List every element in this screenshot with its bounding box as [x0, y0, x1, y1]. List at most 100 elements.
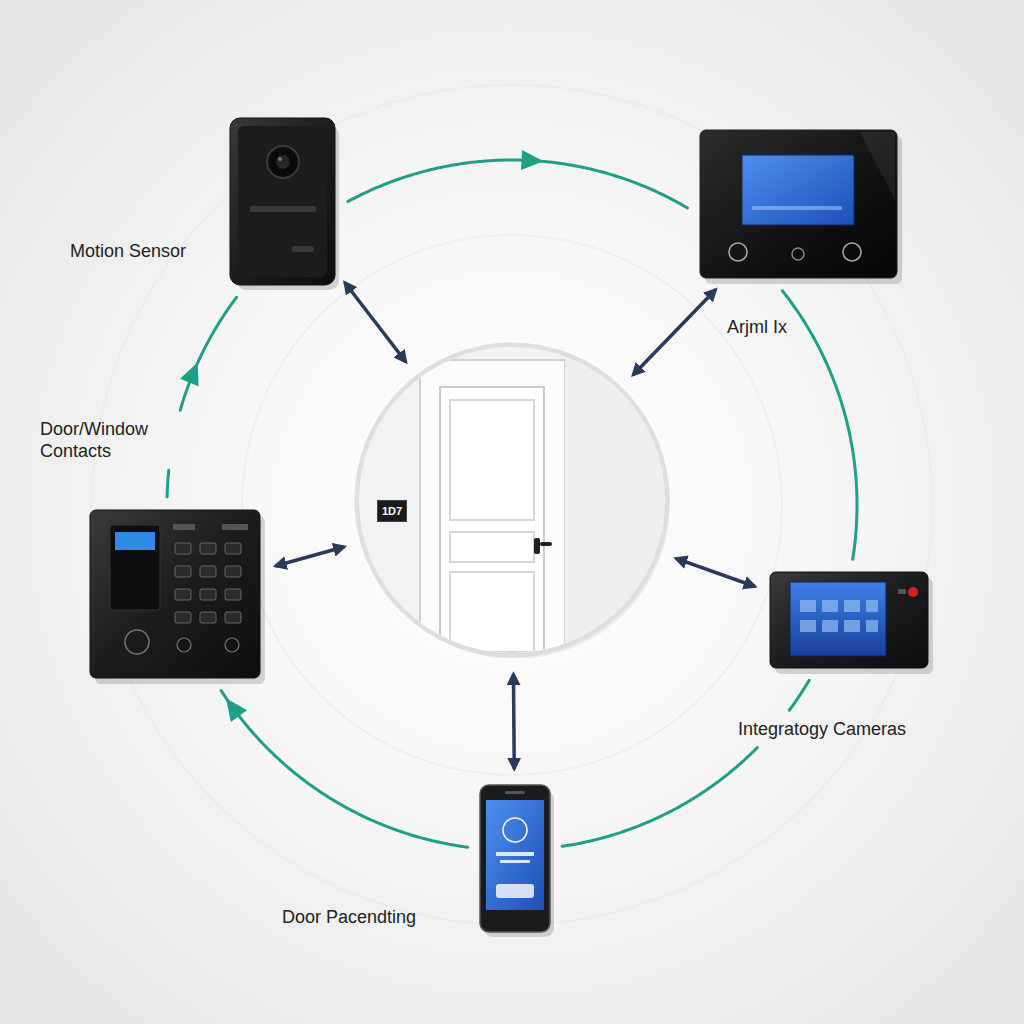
device-marking — [292, 246, 314, 252]
flow-arc — [221, 691, 468, 848]
screen-line — [500, 860, 530, 863]
control-panel-device — [700, 130, 902, 284]
double-arrow — [633, 289, 716, 374]
device-label: Door/Window Contacts — [40, 418, 175, 462]
device-screen — [486, 800, 544, 910]
tile — [844, 620, 860, 632]
panel-button — [792, 248, 804, 260]
door-leaf — [440, 387, 544, 658]
device-node: Door Pacendting — [480, 785, 550, 932]
device-node: Motion Sensor — [230, 118, 335, 285]
gloss-reflection — [860, 132, 895, 200]
door-panel — [450, 400, 534, 520]
device-body — [700, 130, 897, 278]
camera-lens — [276, 155, 290, 169]
device-shadow — [236, 125, 339, 290]
key — [175, 543, 191, 554]
keypad-buttons — [175, 543, 241, 623]
tile — [866, 600, 878, 612]
door-circle: 1D7 — [354, 342, 670, 658]
key — [175, 612, 191, 623]
screen-line — [496, 852, 534, 856]
panel-button — [843, 243, 861, 261]
double-arrow — [512, 674, 516, 769]
key — [200, 612, 216, 623]
flow-arrowhead — [226, 698, 247, 722]
key — [225, 612, 241, 623]
flow-arc — [782, 291, 857, 560]
flow-arrowhead — [521, 150, 544, 170]
device-label: Motion Sensor — [70, 240, 186, 262]
device-label: Arjml Ix — [727, 316, 787, 338]
device-marking — [173, 524, 195, 530]
double-arrow — [275, 547, 344, 566]
device-body — [90, 510, 260, 678]
device-face — [238, 126, 327, 277]
panel-button — [729, 243, 747, 261]
door-scene — [354, 342, 670, 658]
key — [175, 589, 191, 600]
wall-shade — [565, 360, 665, 658]
connector — [167, 297, 236, 497]
connector — [275, 547, 344, 566]
icon-button — [225, 638, 239, 652]
flow-arc — [562, 680, 809, 846]
device-body — [230, 118, 335, 285]
screen-tiles — [800, 600, 878, 632]
device-body — [480, 785, 550, 932]
screen-button — [496, 884, 534, 898]
tile — [800, 620, 816, 632]
device-node: Integratogy Cameras — [770, 572, 928, 668]
icon-button — [177, 638, 191, 652]
connector — [782, 291, 857, 560]
key — [225, 543, 241, 554]
door-handle — [534, 538, 540, 554]
device-screen — [742, 155, 854, 225]
text-anchor: Door Pacendting — [282, 906, 416, 928]
round-button — [125, 630, 149, 654]
flow-arrowhead — [180, 362, 198, 386]
text-anchor: 1D7 — [377, 500, 407, 522]
text-anchor: Motion Sensor — [70, 240, 186, 262]
flow-arc — [167, 297, 236, 497]
device-screen-frame — [110, 525, 160, 610]
connector — [345, 282, 406, 362]
text-anchor: Integratogy Cameras — [738, 718, 906, 740]
connector — [221, 691, 468, 848]
key — [175, 566, 191, 577]
device-screen — [790, 582, 886, 656]
tile — [800, 600, 816, 612]
key — [225, 589, 241, 600]
device-node: Door/Window Contacts — [90, 510, 260, 678]
app-icon — [503, 818, 527, 842]
key — [225, 566, 241, 577]
camera-lens — [267, 146, 299, 178]
camera-monitor-device — [770, 572, 933, 674]
lens-glint — [278, 157, 282, 161]
background-ring — [242, 235, 782, 775]
door-handle — [540, 542, 552, 546]
device-marking — [222, 524, 248, 530]
double-arrow — [676, 558, 755, 586]
door-number: 1D7 — [377, 500, 407, 522]
connector — [513, 674, 515, 769]
text-anchor: Door/Window Contacts — [40, 418, 175, 462]
door-panel — [450, 572, 534, 652]
text-anchor: Arjml Ix — [727, 316, 787, 338]
connector — [562, 680, 809, 846]
double-arrow — [345, 282, 406, 362]
connector — [633, 289, 716, 374]
doorbell-device — [230, 118, 339, 290]
device-node: Arjml Ix — [700, 130, 897, 278]
keypad-device — [90, 510, 265, 684]
key — [200, 566, 216, 577]
tile — [844, 600, 860, 612]
device-screen — [115, 532, 155, 550]
device-marking — [898, 589, 906, 594]
device-body — [770, 572, 928, 668]
device-label: Integratogy Cameras — [738, 718, 906, 740]
key — [200, 589, 216, 600]
tile — [822, 600, 838, 612]
device-marking — [250, 206, 316, 212]
